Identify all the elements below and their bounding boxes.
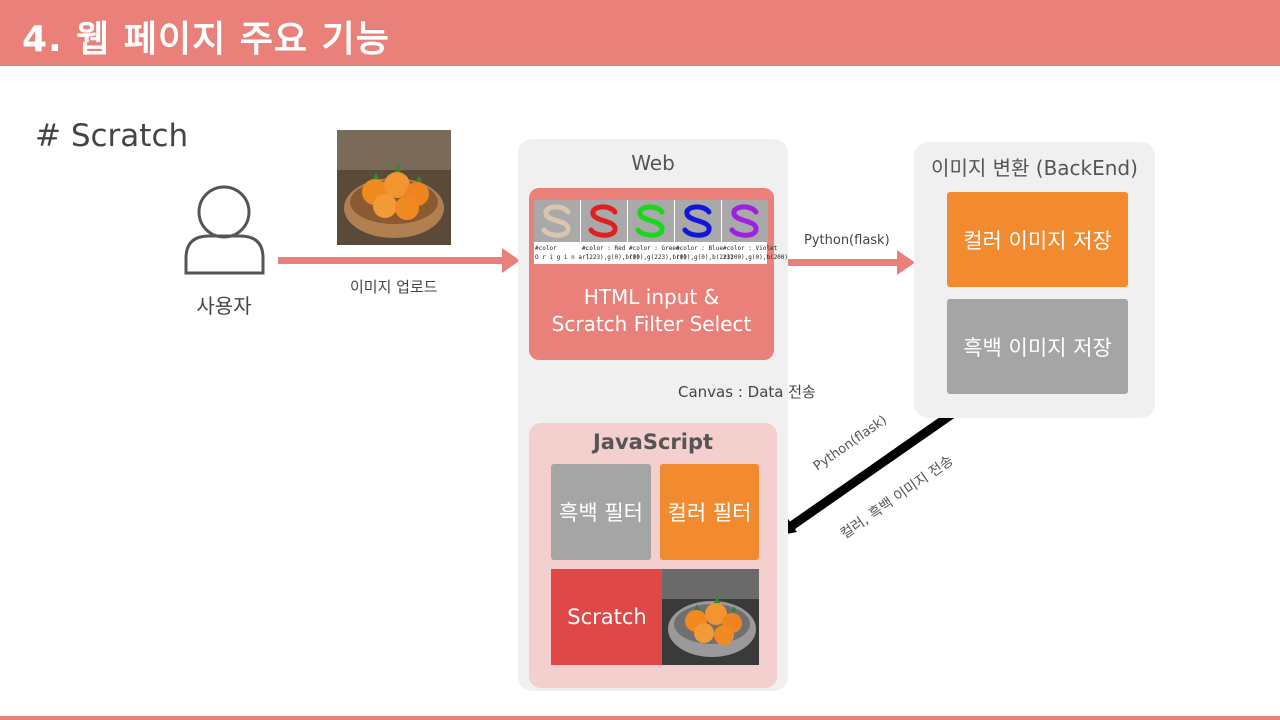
swatch-green[interactable]: #color : Green r(0),g(223),b(0) — [628, 200, 687, 264]
section-title: # Scratch — [35, 118, 189, 154]
header-bar: 4. 웹 페이지 주요 기능 — [0, 0, 1280, 66]
footer-line — [0, 716, 1280, 720]
basket-photo — [337, 130, 451, 245]
swatch-violet[interactable]: #color : Violet r(200),g(0),b(200) — [722, 200, 788, 264]
color-image-save-box: 컬러 이미지 저장 — [947, 192, 1128, 287]
stroke-icon-violet — [729, 204, 759, 238]
scratch-preview-image — [662, 569, 759, 665]
scratch-preview-photo — [662, 569, 759, 665]
upload-arrow — [278, 248, 520, 273]
stroke-icon-red — [588, 204, 618, 238]
web-panel-title: Web — [631, 151, 675, 175]
basket-image — [337, 130, 451, 245]
html-input-line1: HTML input & — [583, 285, 720, 309]
javascript-title: JavaScript — [592, 430, 714, 454]
color-filter-button[interactable]: 컬러 필터 — [660, 464, 759, 560]
gray-filter-button[interactable]: 흑백 필터 — [551, 464, 651, 560]
page-title: 4. 웹 페이지 주요 기능 — [22, 19, 390, 60]
user-icon — [184, 185, 265, 275]
swatch-original[interactable]: #color O r i g i n a l — [534, 200, 589, 264]
filter-swatch-strip: #color O r i g i n a l #color : Red r(22… — [534, 200, 788, 264]
scratch-tile[interactable]: Scratch — [551, 569, 663, 665]
flask-arrow — [774, 250, 915, 275]
swatch-red[interactable]: #color : Red r(223),g(0),b(0) — [581, 200, 640, 264]
stroke-icon-original — [541, 204, 571, 238]
gray-image-save-box: 흑백 이미지 저장 — [947, 299, 1128, 394]
user-label: 사용자 — [196, 294, 252, 318]
canvas-transfer-label: Canvas : Data 전송 — [678, 383, 816, 401]
stroke-icon-green — [635, 204, 665, 238]
backend-panel-title: 이미지 변환 (BackEnd) — [931, 156, 1138, 180]
flask-label-top: Python(flask) — [804, 233, 890, 248]
upload-label: 이미지 업로드 — [350, 278, 438, 296]
html-input-line2: Scratch Filter Select — [551, 312, 752, 336]
swatch-blue[interactable]: #color : Blue r(0),g(0),b(223) — [675, 200, 734, 264]
stroke-icon-blue — [682, 204, 712, 238]
html-input-text: HTML input & Scratch Filter Select — [529, 284, 774, 338]
